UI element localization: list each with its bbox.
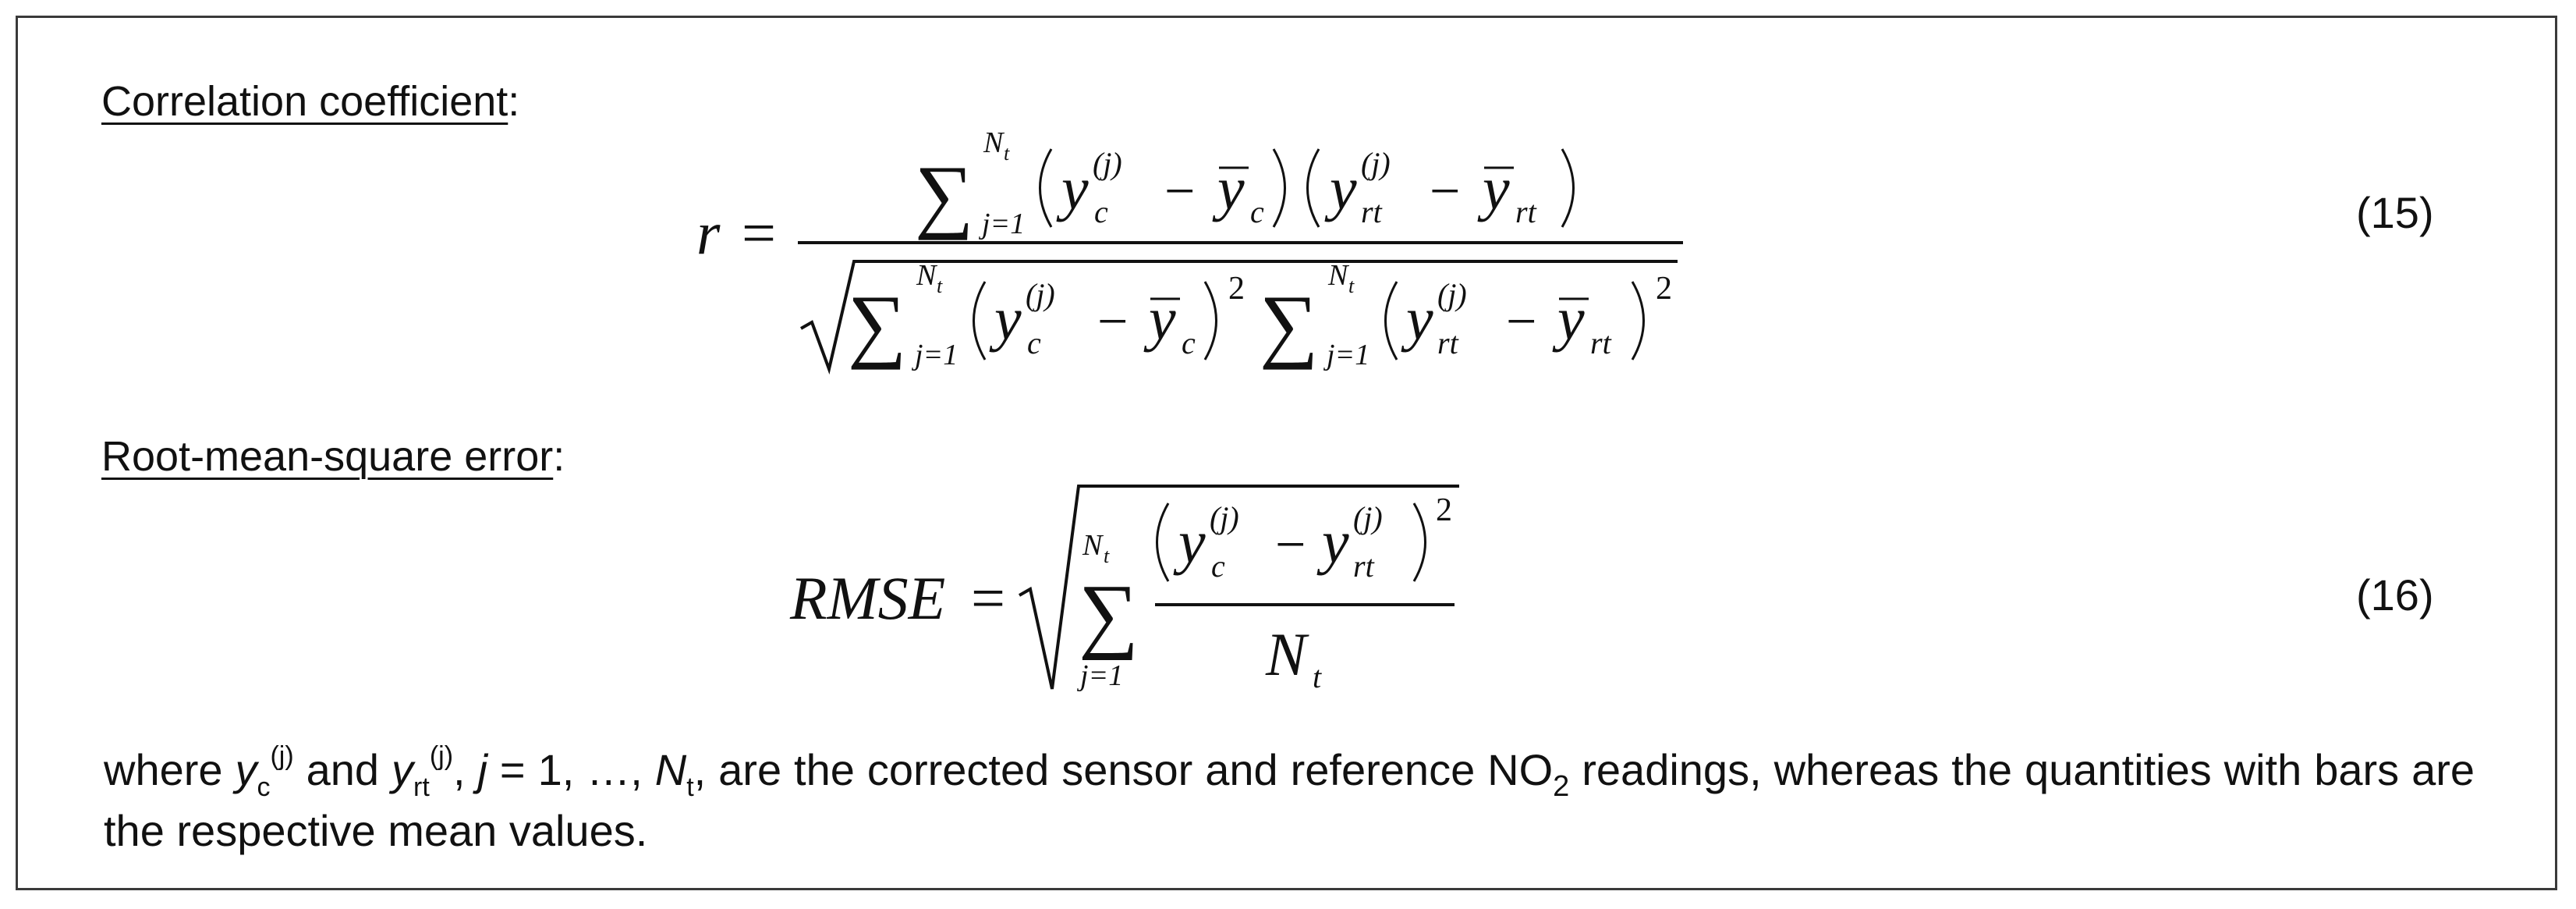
eq15-num-sum-lower: j=1 — [978, 208, 1025, 240]
eq15-den-paren-close-2 — [1631, 281, 1645, 360]
eq16-lhs: RMSE — [789, 564, 945, 632]
eq16-y1-sub: c — [1211, 549, 1225, 584]
eq15-num-y2-sub: rt — [1361, 194, 1383, 229]
note-y-rt-sup: (j) — [429, 741, 454, 771]
eq16-y2-sub: rt — [1353, 549, 1375, 584]
eq15-num-y1-sub: c — [1094, 194, 1108, 229]
eq16-sum-symbol: ∑ — [1079, 568, 1139, 661]
document-frame: Correlation coefficient: r = ∑ N t j=1 y… — [16, 16, 2557, 890]
note-y-c: y — [235, 745, 257, 794]
eq15-den-sum-upper-2: N — [1327, 259, 1350, 292]
eq15-den-ybar2-sub: rt — [1590, 325, 1612, 360]
eq16-y1: y — [1173, 508, 1206, 576]
eq16-y2-sup: (j) — [1353, 500, 1383, 535]
eq16-y2: y — [1316, 508, 1349, 576]
eq15-den-ybar2: y — [1552, 285, 1585, 353]
note-text-4: = 1, …, — [487, 745, 655, 794]
eq15-den-y1-sub: c — [1027, 325, 1041, 360]
eq15-den-ybar1-sub: c — [1182, 325, 1196, 360]
eq15-num-ybar1: y — [1212, 154, 1245, 222]
eq15-den-minus-2: − — [1506, 292, 1536, 352]
eq16-paren-open — [1156, 502, 1170, 582]
eq15-den-exponent-2: 2 — [1656, 271, 1672, 307]
eq15-den-paren-open-2 — [1384, 281, 1398, 360]
eq15-equals: = — [742, 199, 776, 267]
eq15-den-sum-symbol-1: ∑ — [848, 279, 907, 370]
eq15-num-paren-close-2 — [1561, 148, 1575, 228]
eq15-num-y2-sup: (j) — [1361, 146, 1391, 181]
eq15-num-paren-open-1 — [1039, 148, 1053, 228]
eq16-radical — [1019, 485, 1459, 690]
eq15-num-minus-2: − — [1430, 162, 1460, 222]
eq15-num-sum-upper: N — [983, 126, 1005, 159]
eq16-exponent: 2 — [1436, 492, 1452, 528]
eq16-y1-sup: (j) — [1210, 500, 1239, 535]
note-no2-sub: 2 — [1553, 770, 1570, 803]
eq15-den-y1: y — [989, 285, 1022, 353]
eq15-lhs: r — [696, 199, 721, 267]
explanatory-note: where yc(j) and yrt(j), j = 1, …, Nt, ar… — [104, 740, 2475, 861]
eq16-equals: = — [971, 564, 1005, 632]
note-text-5: , are the corrected sensor and reference… — [693, 745, 1554, 794]
eq15-den-sum-upper-sub-2: t — [1348, 275, 1355, 297]
eq16-sum-lower: j=1 — [1076, 659, 1123, 692]
note-text-3: , — [453, 745, 478, 794]
heading-correlation-colon: : — [508, 78, 520, 125]
note-text-1: where — [104, 745, 236, 794]
eq15-den-y1-sup: (j) — [1026, 277, 1055, 312]
heading-correlation: Correlation coefficient: — [101, 80, 519, 123]
eq15-num-ybar2: y — [1477, 154, 1510, 222]
eq16-denominator: N — [1265, 620, 1309, 688]
eq15-num-ybar1-sub: c — [1250, 194, 1264, 229]
eq15-num-sum-upper-sub: t — [1004, 142, 1010, 165]
note-y-rt-sub: rt — [413, 772, 430, 802]
heading-rmse: Root-mean-square error: — [101, 435, 565, 478]
eq15-radical — [800, 260, 1678, 375]
note-n-sub: t — [686, 772, 694, 802]
note-n: N — [654, 745, 687, 794]
eq15-den-sum-symbol-2: ∑ — [1260, 279, 1319, 370]
eq15-den-paren-close-1 — [1203, 281, 1217, 360]
eq16-minus: − — [1275, 515, 1306, 575]
eq15-num-minus-1: − — [1164, 162, 1195, 222]
equation-correlation: r = ∑ N t j=1 y (j) c − y c y (j) rt − y… — [696, 126, 1683, 694]
note-y-c-sub: c — [257, 772, 271, 802]
note-text-2: and — [293, 745, 392, 794]
eq15-num-y1-sup: (j) — [1093, 146, 1122, 181]
eq15-den-exponent-1: 2 — [1228, 271, 1245, 307]
eq15-num-y2: y — [1324, 154, 1357, 222]
eq15-num-ybar2-sub: rt — [1515, 194, 1537, 229]
equation-number-16: (16) — [2356, 570, 2434, 620]
eq15-den-y2-sub: rt — [1437, 325, 1459, 360]
eq16-denominator-sub: t — [1313, 659, 1322, 694]
eq15-num-paren-open-2 — [1306, 148, 1320, 228]
eq15-den-sum-upper-1: N — [916, 259, 938, 292]
eq15-num-paren-close-1 — [1272, 148, 1286, 228]
heading-rmse-text: Root-mean-square error — [101, 433, 554, 480]
eq15-den-y2-sup: (j) — [1437, 277, 1467, 312]
eq15-den-minus-1: − — [1097, 292, 1128, 352]
note-j: j — [477, 745, 487, 794]
note-y-rt: y — [392, 745, 414, 794]
eq15-num-sum-symbol: ∑ — [915, 149, 974, 240]
eq16-sum-upper-sub: t — [1104, 545, 1110, 567]
eq15-den-sum-lower-2: j=1 — [1323, 339, 1369, 371]
eq15-num-y1: y — [1056, 154, 1089, 222]
eq15-den-y2: y — [1401, 285, 1433, 353]
eq16-paren-close — [1412, 502, 1426, 582]
eq15-den-paren-open-1 — [973, 281, 987, 360]
eq15-den-ybar1: y — [1143, 285, 1176, 353]
eq15-den-sum-lower-1: j=1 — [911, 339, 958, 371]
heading-rmse-colon: : — [553, 433, 565, 480]
equation-number-15: (15) — [2356, 188, 2434, 237]
note-y-c-sup: (j) — [270, 741, 294, 771]
heading-correlation-text: Correlation coefficient — [101, 78, 508, 125]
note-text-6: readings, whereas the quantities with ba… — [104, 745, 2475, 855]
eq16-sum-upper: N — [1082, 529, 1104, 562]
eq15-den-sum-upper-sub-1: t — [937, 275, 943, 297]
